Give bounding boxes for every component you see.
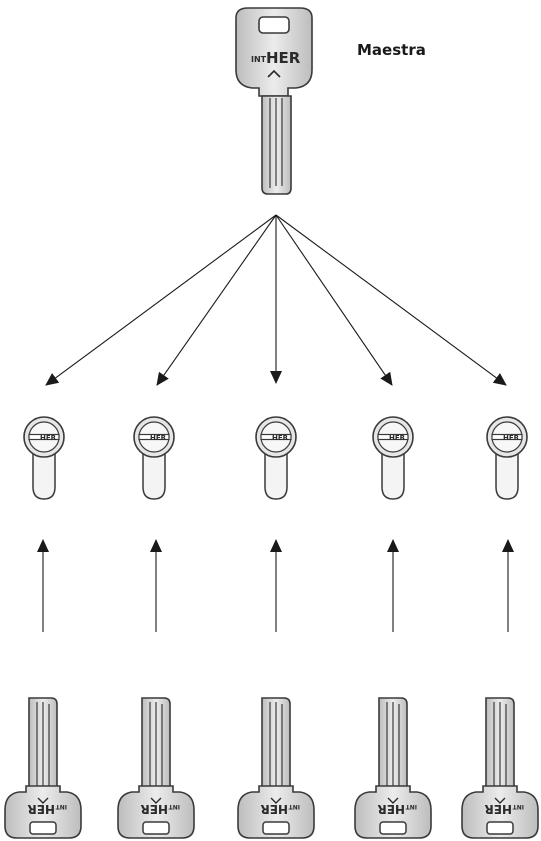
individual-key-icon: HER INT (4, 697, 82, 839)
individual-key-row: HER INT HER INT HER INT (4, 697, 539, 839)
svg-text:HER: HER (378, 802, 405, 816)
individual-key-icon: HER INT (354, 697, 432, 839)
svg-text:INT: INT (288, 803, 300, 810)
lock-cylinder-icon: HER (372, 416, 414, 500)
key-arrows (37, 539, 514, 632)
svg-text:HER: HER (272, 434, 289, 442)
svg-text:HER: HER (40, 434, 57, 442)
svg-text:HER: HER (150, 434, 167, 442)
master-brand-main: HER (266, 49, 301, 67)
lock-cylinder-icon: HER (486, 416, 528, 500)
svg-text:INT: INT (512, 803, 524, 810)
master-arrow-4 (275, 214, 393, 386)
lock-cylinder-icon: HER (255, 416, 297, 500)
svg-text:INT: INT (405, 803, 417, 810)
svg-text:HER: HER (485, 802, 512, 816)
svg-text:INT: INT (168, 803, 180, 810)
svg-text:HER: HER (28, 802, 55, 816)
lock-cylinder-icon: HER (23, 416, 65, 500)
master-arrows (45, 214, 507, 386)
cylinder-row: HER HER HER HER HER (23, 416, 528, 500)
master-arrow-1 (45, 214, 277, 386)
svg-text:HER: HER (503, 434, 520, 442)
svg-text:HER: HER (261, 802, 288, 816)
svg-text:INT: INT (55, 803, 67, 810)
master-arrow-5 (275, 214, 507, 386)
lock-cylinder-icon: HER (133, 416, 175, 500)
individual-key-icon: HER INT (117, 697, 195, 839)
master-key: INT HER (235, 7, 313, 195)
individual-key-icon: HER INT (237, 697, 315, 839)
svg-text:HER: HER (389, 434, 406, 442)
svg-text:HER: HER (141, 802, 168, 816)
chevron-up-icon (267, 69, 281, 78)
master-key-label: Maestra (357, 41, 426, 59)
individual-key-icon: HER INT (461, 697, 539, 839)
master-arrow-2 (156, 214, 277, 386)
master-brand-prefix: INT (251, 55, 267, 64)
